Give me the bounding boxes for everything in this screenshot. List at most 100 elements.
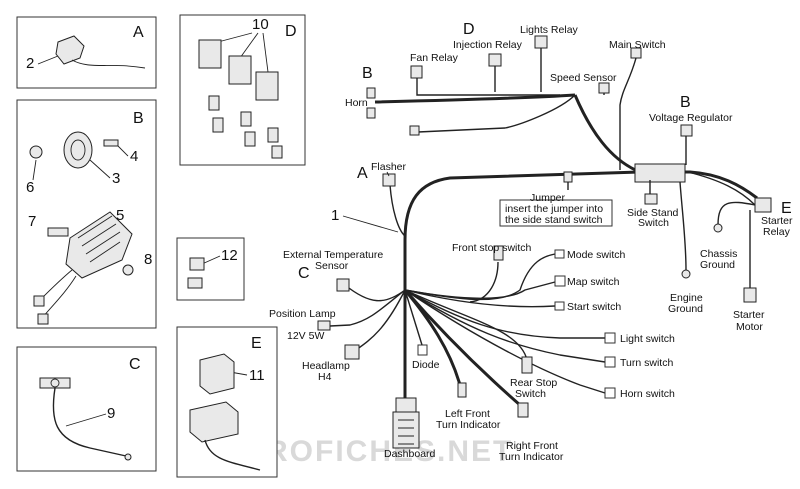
panel-12-callout: 12 (221, 247, 238, 264)
panel-12: 12 (176, 237, 245, 301)
screw-part-icon (103, 139, 119, 147)
panel-c-frame (16, 346, 157, 472)
wire-position-lamp (329, 289, 406, 327)
mode-switch-label: Mode switch (567, 249, 626, 261)
leader-9 (65, 413, 107, 427)
horn-switch-label: Horn switch (620, 388, 675, 400)
turn-switch-label: Turn switch (620, 357, 673, 369)
panel-b-frame (16, 99, 157, 329)
harness-up (573, 94, 641, 174)
harness-trunk (403, 170, 641, 290)
nut-part-icon (29, 145, 43, 159)
rear-stop-connector (521, 356, 533, 374)
diode-label: Diode (412, 359, 440, 371)
relay-2-part-icon (228, 55, 252, 85)
regulator-part-icon (65, 211, 133, 279)
left-turn-connector (457, 382, 467, 398)
voltage-reg-connector (680, 124, 693, 137)
speed-sensor-label: Speed Sensor (550, 72, 617, 84)
temp-sensor-hole-icon (50, 378, 60, 388)
horn-label: Horn (345, 97, 368, 109)
fan-relay-socket (410, 65, 423, 79)
section-letter-b-left: B (362, 65, 373, 82)
horn-switch-connector (604, 387, 616, 399)
relay-3-part-icon (255, 71, 279, 101)
harness-horn-branch (374, 93, 576, 104)
relay-socket-6-icon (271, 145, 283, 159)
leader-10a (217, 32, 253, 43)
jumper-note-box (499, 199, 613, 227)
engine-ground-terminal (681, 269, 691, 279)
chassis-ground-label-2: Ground (700, 259, 735, 271)
panel-a: A 2 (16, 16, 157, 89)
starter-relay-socket-icon (189, 401, 239, 443)
wire-engine-ground (679, 181, 687, 271)
side-stand-label-2: Switch (638, 217, 669, 229)
engine-ground-label-2: Ground (668, 303, 703, 315)
dashboard-connector (392, 411, 420, 449)
mode-switch-connector (554, 249, 565, 259)
wire-starter-relay (687, 171, 756, 206)
relay-socket-2-icon (212, 117, 224, 133)
wire-chassis-ground (717, 201, 756, 226)
panel-b-callout-6: 5 (116, 207, 124, 224)
panel-a-letter: A (133, 24, 144, 41)
headlamp-label-1: Headlamp (302, 360, 350, 372)
jumper-icon (563, 171, 573, 183)
side-stand-connector (644, 193, 658, 205)
harness-callout-leader (342, 215, 399, 233)
panel-b-callout-5: 6 (26, 179, 34, 196)
headlamp-label-2: H4 (318, 371, 332, 383)
section-letter-a: A (357, 165, 368, 182)
section-letter-e: E (781, 200, 792, 217)
panel-b: B 6 3 4 7 5 8 (16, 99, 157, 329)
headlamp-connector (344, 344, 360, 360)
position-lamp-bulb (317, 320, 331, 331)
leader-3 (89, 159, 111, 179)
front-stop-switch-label: Front stop switch (452, 242, 532, 254)
dashboard-pins-icon (398, 419, 414, 445)
panel-b-callout-7: 7 (28, 213, 36, 230)
wire-rear-stop (404, 289, 528, 361)
flasher-lead (71, 59, 146, 69)
starter-motor-label-2: Motor (736, 321, 763, 333)
harness-lower-branch (417, 94, 576, 133)
panel-12-frame (176, 237, 245, 301)
diode-socket-icon (187, 277, 203, 289)
horn-connector-1 (366, 87, 376, 99)
ext-temp-connector (336, 278, 350, 292)
starter-relay-lead (204, 439, 261, 471)
wire-main-switch (619, 57, 637, 170)
panel-b-letter: B (133, 110, 144, 127)
harness-callout: 1 (331, 207, 339, 224)
relay-1-part-icon (198, 39, 222, 69)
injection-relay-label: Injection Relay (453, 39, 523, 51)
jumper-note-line-1: insert the jumper into (505, 203, 603, 215)
bolt-part-icon (47, 227, 69, 237)
ext-temp-label-2: Sensor (315, 260, 349, 272)
light-switch-connector (604, 332, 616, 344)
diode-part-icon (189, 257, 205, 271)
position-lamp-label-1: Position Lamp (269, 308, 336, 320)
start-switch-label: Start switch (567, 301, 621, 313)
wire-headlamp (355, 289, 406, 351)
start-switch-connector (554, 301, 565, 311)
panel-b-callout-3: 3 (112, 170, 120, 187)
leader-10c (262, 32, 269, 73)
starter-relay-label-2: Relay (763, 226, 791, 238)
relay-socket-3-icon (240, 111, 252, 127)
main-harness: Fan Relay Injection Relay Lights Relay M… (269, 21, 793, 463)
leader-12 (201, 255, 221, 265)
relay-socket-1-icon (208, 95, 220, 111)
wire-fan-relay (416, 78, 560, 96)
temp-sensor-terminal-icon (124, 453, 132, 461)
flasher-leader (386, 171, 390, 177)
panel-d-letter: D (285, 23, 297, 40)
harness-junction-box (634, 163, 686, 183)
wire-left-front-turn (403, 289, 462, 386)
wire-turn-switch (404, 289, 606, 363)
chassis-ground-terminal (713, 223, 723, 233)
wire-mode-switch (404, 253, 556, 301)
